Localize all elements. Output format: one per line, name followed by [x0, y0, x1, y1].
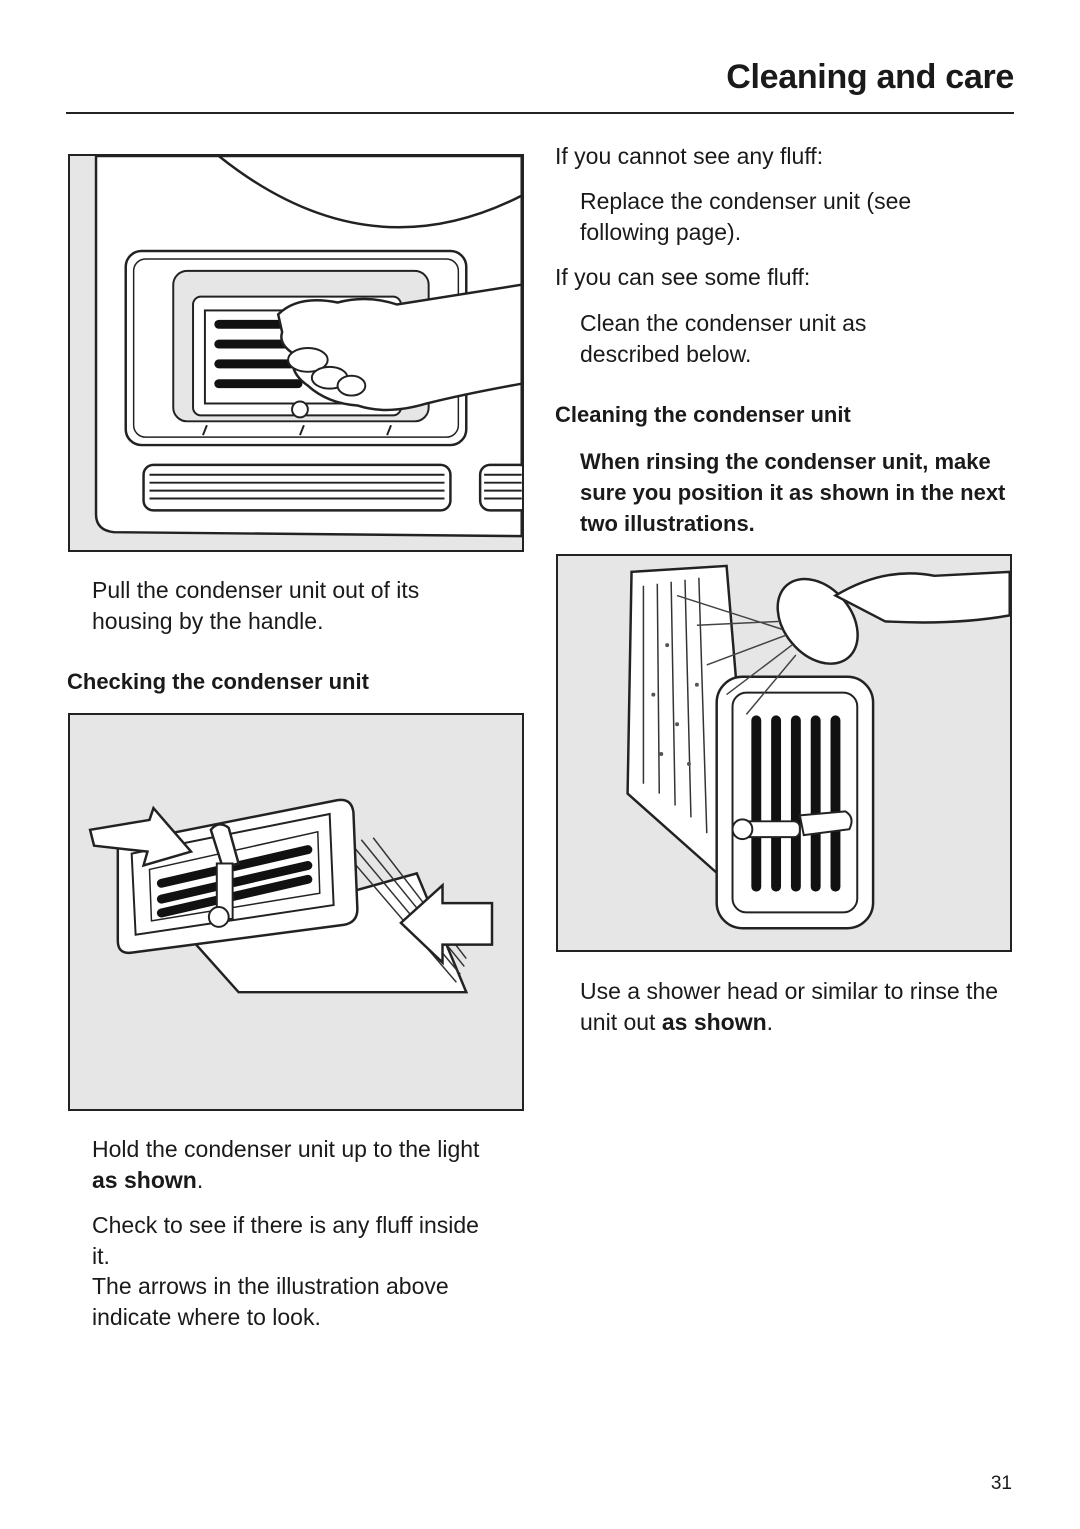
hold-emphasis: as shown — [92, 1167, 197, 1193]
heading-checking: Checking the condenser unit — [67, 669, 369, 694]
instruction-clean: Clean the condenser unit as described be… — [580, 310, 867, 367]
heading-cleaning: Cleaning the condenser unit — [555, 402, 851, 427]
illustration-check-condenser — [68, 713, 524, 1111]
instruction-check-1: Check to see if there is any fluff insid… — [92, 1212, 479, 1269]
rinse-suffix: . — [766, 1009, 774, 1035]
warning-text: When rinsing the condenser unit, make su… — [580, 449, 1006, 536]
dryer-front-drawing — [70, 156, 522, 550]
hold-suffix: . — [196, 1167, 204, 1193]
instruction-hold: Hold the condenser unit up to the light … — [92, 1134, 502, 1196]
illustration-pull-condenser — [68, 154, 524, 552]
illustration-rinse-condenser — [556, 554, 1012, 952]
rinse-text: Use a shower head or similar to rinse th… — [580, 978, 999, 1035]
header-rule — [66, 112, 1014, 114]
shower-rinse-drawing — [558, 556, 1010, 950]
instruction-check-2: The arrows in the illustration above ind… — [92, 1273, 449, 1330]
condition-cannot-see: If you cannot see any fluff: — [555, 143, 824, 169]
hold-text: Hold the condenser unit up to the light — [92, 1136, 480, 1162]
section-title: Cleaning and care — [726, 58, 1014, 96]
rinse-emphasis: as shown — [661, 1009, 767, 1035]
condition-can-see: If you can see some fluff: — [555, 264, 811, 290]
instruction-rinse: Use a shower head or similar to rinse th… — [580, 976, 1020, 1038]
page-number: 31 — [990, 1473, 1012, 1494]
instruction-replace: Replace the condenser unit (see followin… — [580, 188, 912, 245]
instruction-pull: Pull the condenser unit out of its housi… — [92, 577, 420, 634]
condenser-arrows-drawing — [70, 715, 522, 1109]
